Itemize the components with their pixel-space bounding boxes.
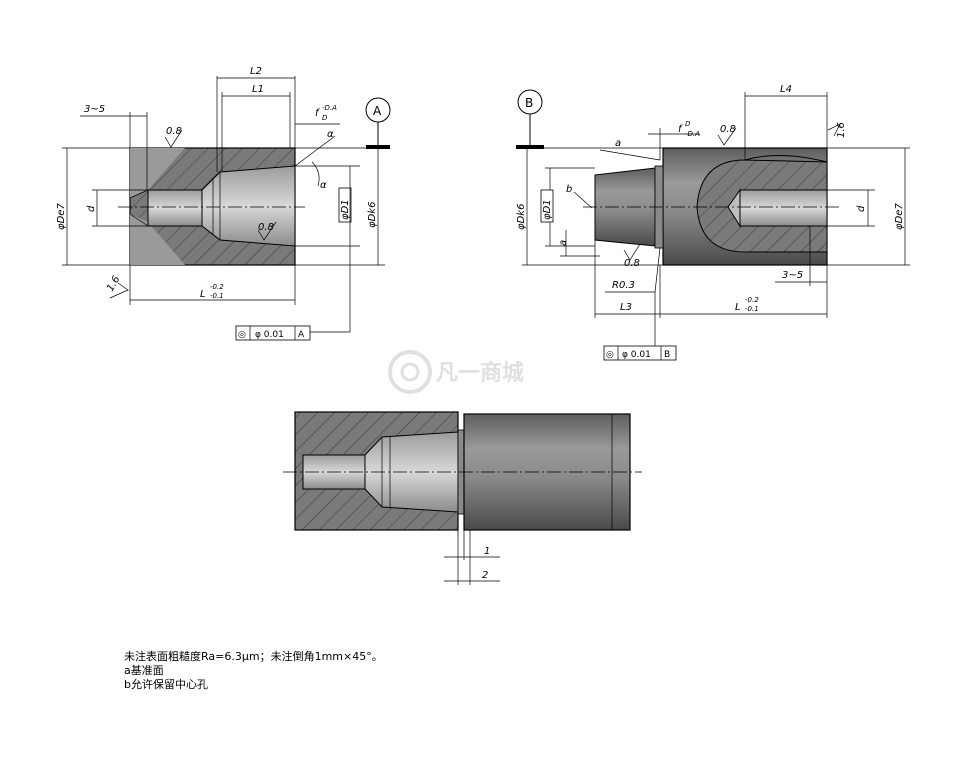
- fcf-b-datum: B: [664, 350, 670, 360]
- assembly-dim-1: 1: [484, 546, 490, 557]
- dim-l-sub-b: -0.1: [745, 305, 759, 313]
- dim-l2: L2: [250, 66, 262, 77]
- fcf-b-value: φ 0.01: [622, 350, 651, 360]
- dim-b-b: b: [566, 184, 572, 195]
- dim-f-b: f: [678, 124, 683, 135]
- ra-bottom-b: 0.8: [624, 258, 640, 269]
- dim-r03-b: R0.3: [612, 280, 635, 291]
- ra-bore-a: 0.8: [258, 222, 274, 233]
- fcf-a-symbol: ◎: [238, 330, 246, 340]
- note-line-2: a基准面: [124, 664, 164, 677]
- view-b-dimensions: B L4 f D -D.A a 0.8 1.6: [516, 84, 910, 361]
- dim-de7-b: φDe7: [894, 203, 905, 230]
- datum-a-label: A: [373, 104, 382, 118]
- dim-l: L: [200, 289, 206, 300]
- watermark-text: 凡一商城: [436, 360, 524, 386]
- dim-chamfer-b: 3~5: [782, 270, 803, 281]
- note-line-3: b允许保留中心孔: [124, 678, 208, 691]
- assembly-view: 1 2: [283, 411, 642, 585]
- ra-top-b: 0.8: [720, 124, 736, 135]
- dim-d-b: d: [856, 205, 867, 212]
- dim-d1-b: φD1: [542, 199, 553, 220]
- drawing-notes: 未注表面粗糙度Ra=6.3μm；未注倒角1mm×45°。 a基准面 b允许保留中…: [124, 650, 383, 692]
- dim-a-b: a: [615, 138, 621, 149]
- dim-l1: L1: [252, 84, 264, 95]
- dim-dk6-b: φDk6: [516, 204, 527, 230]
- view-a-section: [129, 147, 296, 266]
- dim-angle-alpha: α: [320, 180, 327, 191]
- dim-f: f: [315, 108, 320, 119]
- dim-de7: φDe7: [56, 203, 67, 230]
- view-a: L2 L1 3~5 f -D.A D α α φDe7: [56, 66, 391, 341]
- ra-top-a: 0.8: [166, 126, 182, 137]
- dim-angle-a: α: [327, 129, 334, 140]
- dim-l-b: L: [735, 302, 741, 313]
- dim-f-sup-b: D: [685, 120, 691, 128]
- ra-16-a: 1.6: [105, 274, 122, 293]
- note-line-1: 未注表面粗糙度Ra=6.3μm；未注倒角1mm×45°。: [124, 650, 383, 663]
- dim-chamfer-len: 3~5: [84, 104, 105, 115]
- ra-16-b: 1.6: [836, 122, 847, 138]
- dim-f-sup: -D.A: [322, 104, 337, 112]
- dim-l-sub: -0.1: [210, 292, 224, 300]
- assembly-dim-2: 2: [482, 570, 488, 581]
- fcf-b-symbol: ◎: [606, 350, 614, 360]
- dim-d1: φD1: [340, 199, 351, 220]
- watermark: 凡一商城: [388, 350, 524, 394]
- view-a-dimensions: L2 L1 3~5 f -D.A D α α φDe7: [56, 66, 391, 341]
- dim-f-sub: D: [322, 114, 328, 122]
- dim-a-lower-b: a: [558, 240, 569, 246]
- fcf-a-value: φ 0.01: [255, 330, 284, 340]
- fcf-a-datum: A: [298, 330, 305, 340]
- dim-d: d: [86, 205, 97, 212]
- dim-l-sup-b: -0.2: [745, 296, 759, 304]
- datum-b-label: B: [525, 96, 533, 110]
- dim-dk6: φDk6: [367, 202, 378, 228]
- dim-l4-b: L4: [780, 84, 792, 95]
- view-b: B L4 f D -D.A a 0.8 1.6: [516, 84, 910, 361]
- dim-l-sup: -0.2: [210, 283, 224, 291]
- dim-l3-b: L3: [620, 302, 632, 313]
